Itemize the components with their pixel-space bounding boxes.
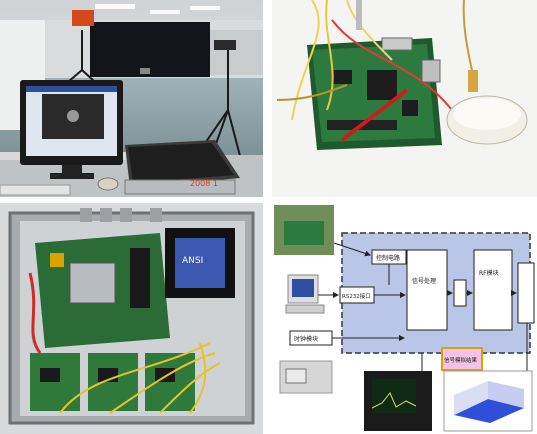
- module-label: ANSI: [182, 256, 203, 266]
- rf-block: [473, 249, 513, 331]
- svg-text:控制电路: 控制电路: [376, 254, 400, 262]
- thumbnail-instrument: [279, 360, 333, 394]
- signal-block: [406, 249, 448, 331]
- date-stamp: 2008 1: [190, 179, 218, 188]
- svg-text:信号模拟结果: 信号模拟结果: [444, 356, 478, 364]
- chassis-photo: ANSI: [0, 203, 263, 434]
- system-diagram: 控制电路 RS232接口 信号处理 RF模块 时钟模块: [272, 203, 537, 434]
- svg-text:RF模块: RF模块: [479, 269, 499, 277]
- svg-text:RS232接口: RS232接口: [342, 292, 371, 300]
- monitor: [20, 80, 123, 179]
- svg-text:时钟模块: 时钟模块: [294, 335, 318, 343]
- lab-photo: 2008 1: [0, 0, 263, 197]
- svg-text:信号处理: 信号处理: [412, 277, 436, 285]
- aluminium-case: [124, 140, 240, 195]
- board-photo: [272, 0, 537, 197]
- camera-red: [72, 10, 94, 26]
- result-callout: [441, 347, 483, 371]
